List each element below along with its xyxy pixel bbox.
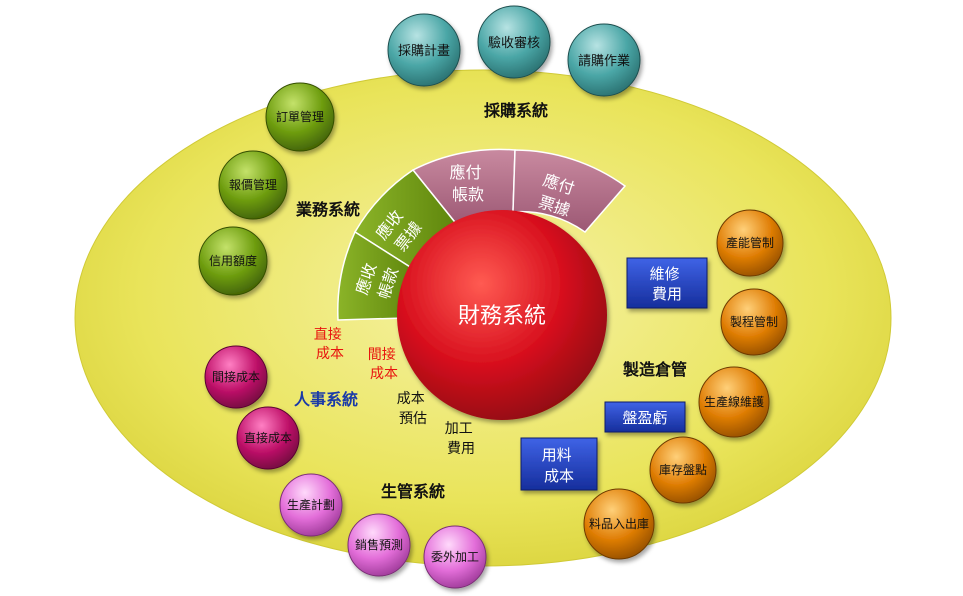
svg-text:訂單管理: 訂單管理 xyxy=(276,109,324,124)
node-inventory-count[interactable]: 庫存盤點 xyxy=(649,436,717,504)
svg-text:報價管理: 報價管理 xyxy=(229,177,277,192)
node-production-plan[interactable]: 生產計劃 xyxy=(279,473,343,537)
svg-text:信用額度: 信用額度 xyxy=(209,253,257,268)
box-maintenance[interactable]: 維修 費用 xyxy=(626,257,708,309)
finance-core[interactable] xyxy=(397,210,607,420)
flow-direct-cost: 直接 成本 xyxy=(314,326,346,362)
svg-text:生產線維護: 生產線維護 xyxy=(704,394,764,409)
svg-text:請購作業: 請購作業 xyxy=(578,53,630,69)
node-outsourcing[interactable]: 委外加工 xyxy=(423,525,487,589)
system-label-production: 生管系統 xyxy=(381,482,445,501)
node-credit-limit[interactable]: 信用額度 xyxy=(198,226,268,296)
node-direct-cost[interactable]: 直接成本 xyxy=(236,406,300,470)
flow-cost-estimate: 成本 預估 xyxy=(397,391,429,427)
node-line-maintenance[interactable]: 生產線維護 xyxy=(698,366,770,438)
node-material-in-out[interactable]: 料品入出庫 xyxy=(583,488,655,560)
svg-text:生產計劃: 生產計劃 xyxy=(287,497,335,512)
box-inventory-pl[interactable]: 盤盈虧 xyxy=(604,401,686,433)
segment-ar-account-label: 應收 帳款 xyxy=(352,256,402,304)
box-material-cost[interactable]: 用料 成本 xyxy=(520,437,598,491)
node-requisition[interactable]: 請購作業 xyxy=(567,23,641,97)
finance-core-label: 財務系統 xyxy=(458,304,546,329)
system-label-warehouse: 製造倉管 xyxy=(622,360,687,379)
node-capacity-control[interactable]: 產能管制 xyxy=(716,209,784,277)
segment-ap-note[interactable] xyxy=(512,149,627,234)
svg-text:用料 成本: 用料 成本 xyxy=(542,446,577,485)
segment-ap-account-label: 應付 帳款 xyxy=(449,163,486,204)
svg-text:庫存盤點: 庫存盤點 xyxy=(659,463,707,477)
node-process-control[interactable]: 製程管制 xyxy=(720,288,788,356)
system-label-hr: 人事系統 xyxy=(294,390,358,409)
node-quote-management[interactable]: 報價管理 xyxy=(218,150,288,220)
flow-processing-fee: 加工 費用 xyxy=(445,421,477,457)
node-purchase-plan[interactable]: 採購計畫 xyxy=(387,13,461,87)
svg-text:製程管制: 製程管制 xyxy=(730,314,778,329)
svg-text:產能管制: 產能管制 xyxy=(726,235,774,250)
svg-text:委外加工: 委外加工 xyxy=(431,550,479,564)
node-indirect-cost[interactable]: 間接成本 xyxy=(204,345,268,409)
system-label-sales: 業務系統 xyxy=(295,200,360,219)
svg-text:維修 費用: 維修 費用 xyxy=(650,265,685,303)
svg-text:驗收審核: 驗收審核 xyxy=(488,36,540,51)
svg-text:間接成本: 間接成本 xyxy=(212,369,260,384)
system-label-purchasing: 採購系統 xyxy=(484,101,548,120)
svg-text:直接成本: 直接成本 xyxy=(244,430,292,445)
svg-text:銷售預測: 銷售預測 xyxy=(355,537,403,552)
node-sales-forecast[interactable]: 銷售預測 xyxy=(347,513,411,577)
flow-indirect-cost: 間接 成本 xyxy=(368,346,400,382)
node-order-management[interactable]: 訂單管理 xyxy=(265,82,335,152)
svg-text:採購計畫: 採購計畫 xyxy=(398,43,450,59)
node-inspection-review[interactable]: 驗收審核 xyxy=(477,5,551,79)
svg-text:盤盈虧: 盤盈虧 xyxy=(622,409,667,427)
svg-text:料品入出庫: 料品入出庫 xyxy=(589,517,649,531)
